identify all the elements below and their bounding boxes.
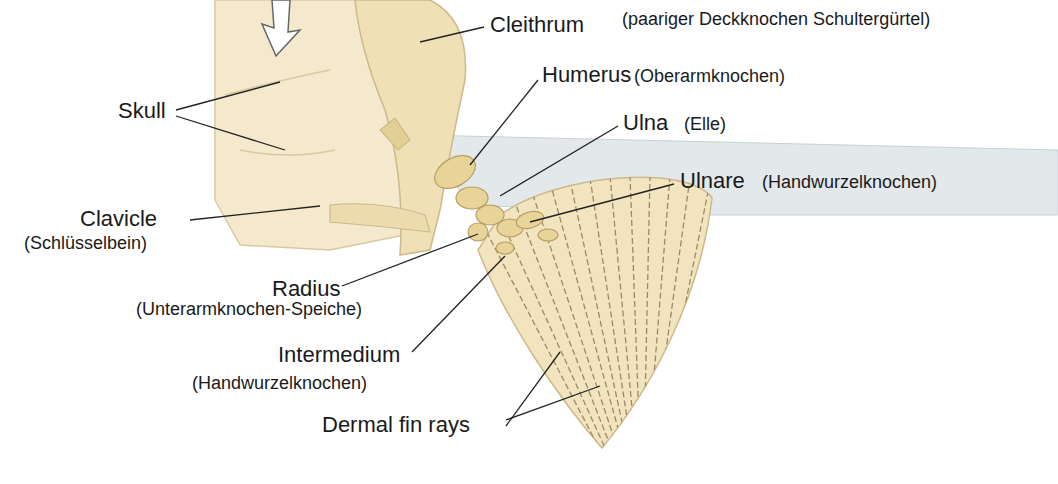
translation-note: (paariger Deckknochen Schultergürtel)	[622, 9, 930, 30]
part-name: Clavicle	[80, 206, 157, 231]
translation-note: (Handwurzelknochen)	[762, 172, 937, 193]
translation-note: (Elle)	[684, 114, 726, 135]
part-name: Ulnare	[680, 168, 745, 193]
translation-note: (Handwurzelknochen)	[192, 373, 367, 394]
part-name: Radius	[272, 276, 340, 301]
part-name: Intermedium	[278, 342, 400, 367]
part-name: Cleithrum	[490, 12, 584, 37]
part-name: Skull	[118, 98, 166, 123]
part-name: Ulna	[623, 110, 668, 135]
part-name: Humerus	[542, 62, 631, 87]
translation-note: (Oberarmknochen)	[634, 66, 785, 87]
part-name: Dermal fin rays	[322, 412, 470, 437]
translation-note: (Schlüsselbein)	[24, 233, 147, 254]
translation-note: (Unterarmknochen-Speiche)	[136, 299, 362, 320]
